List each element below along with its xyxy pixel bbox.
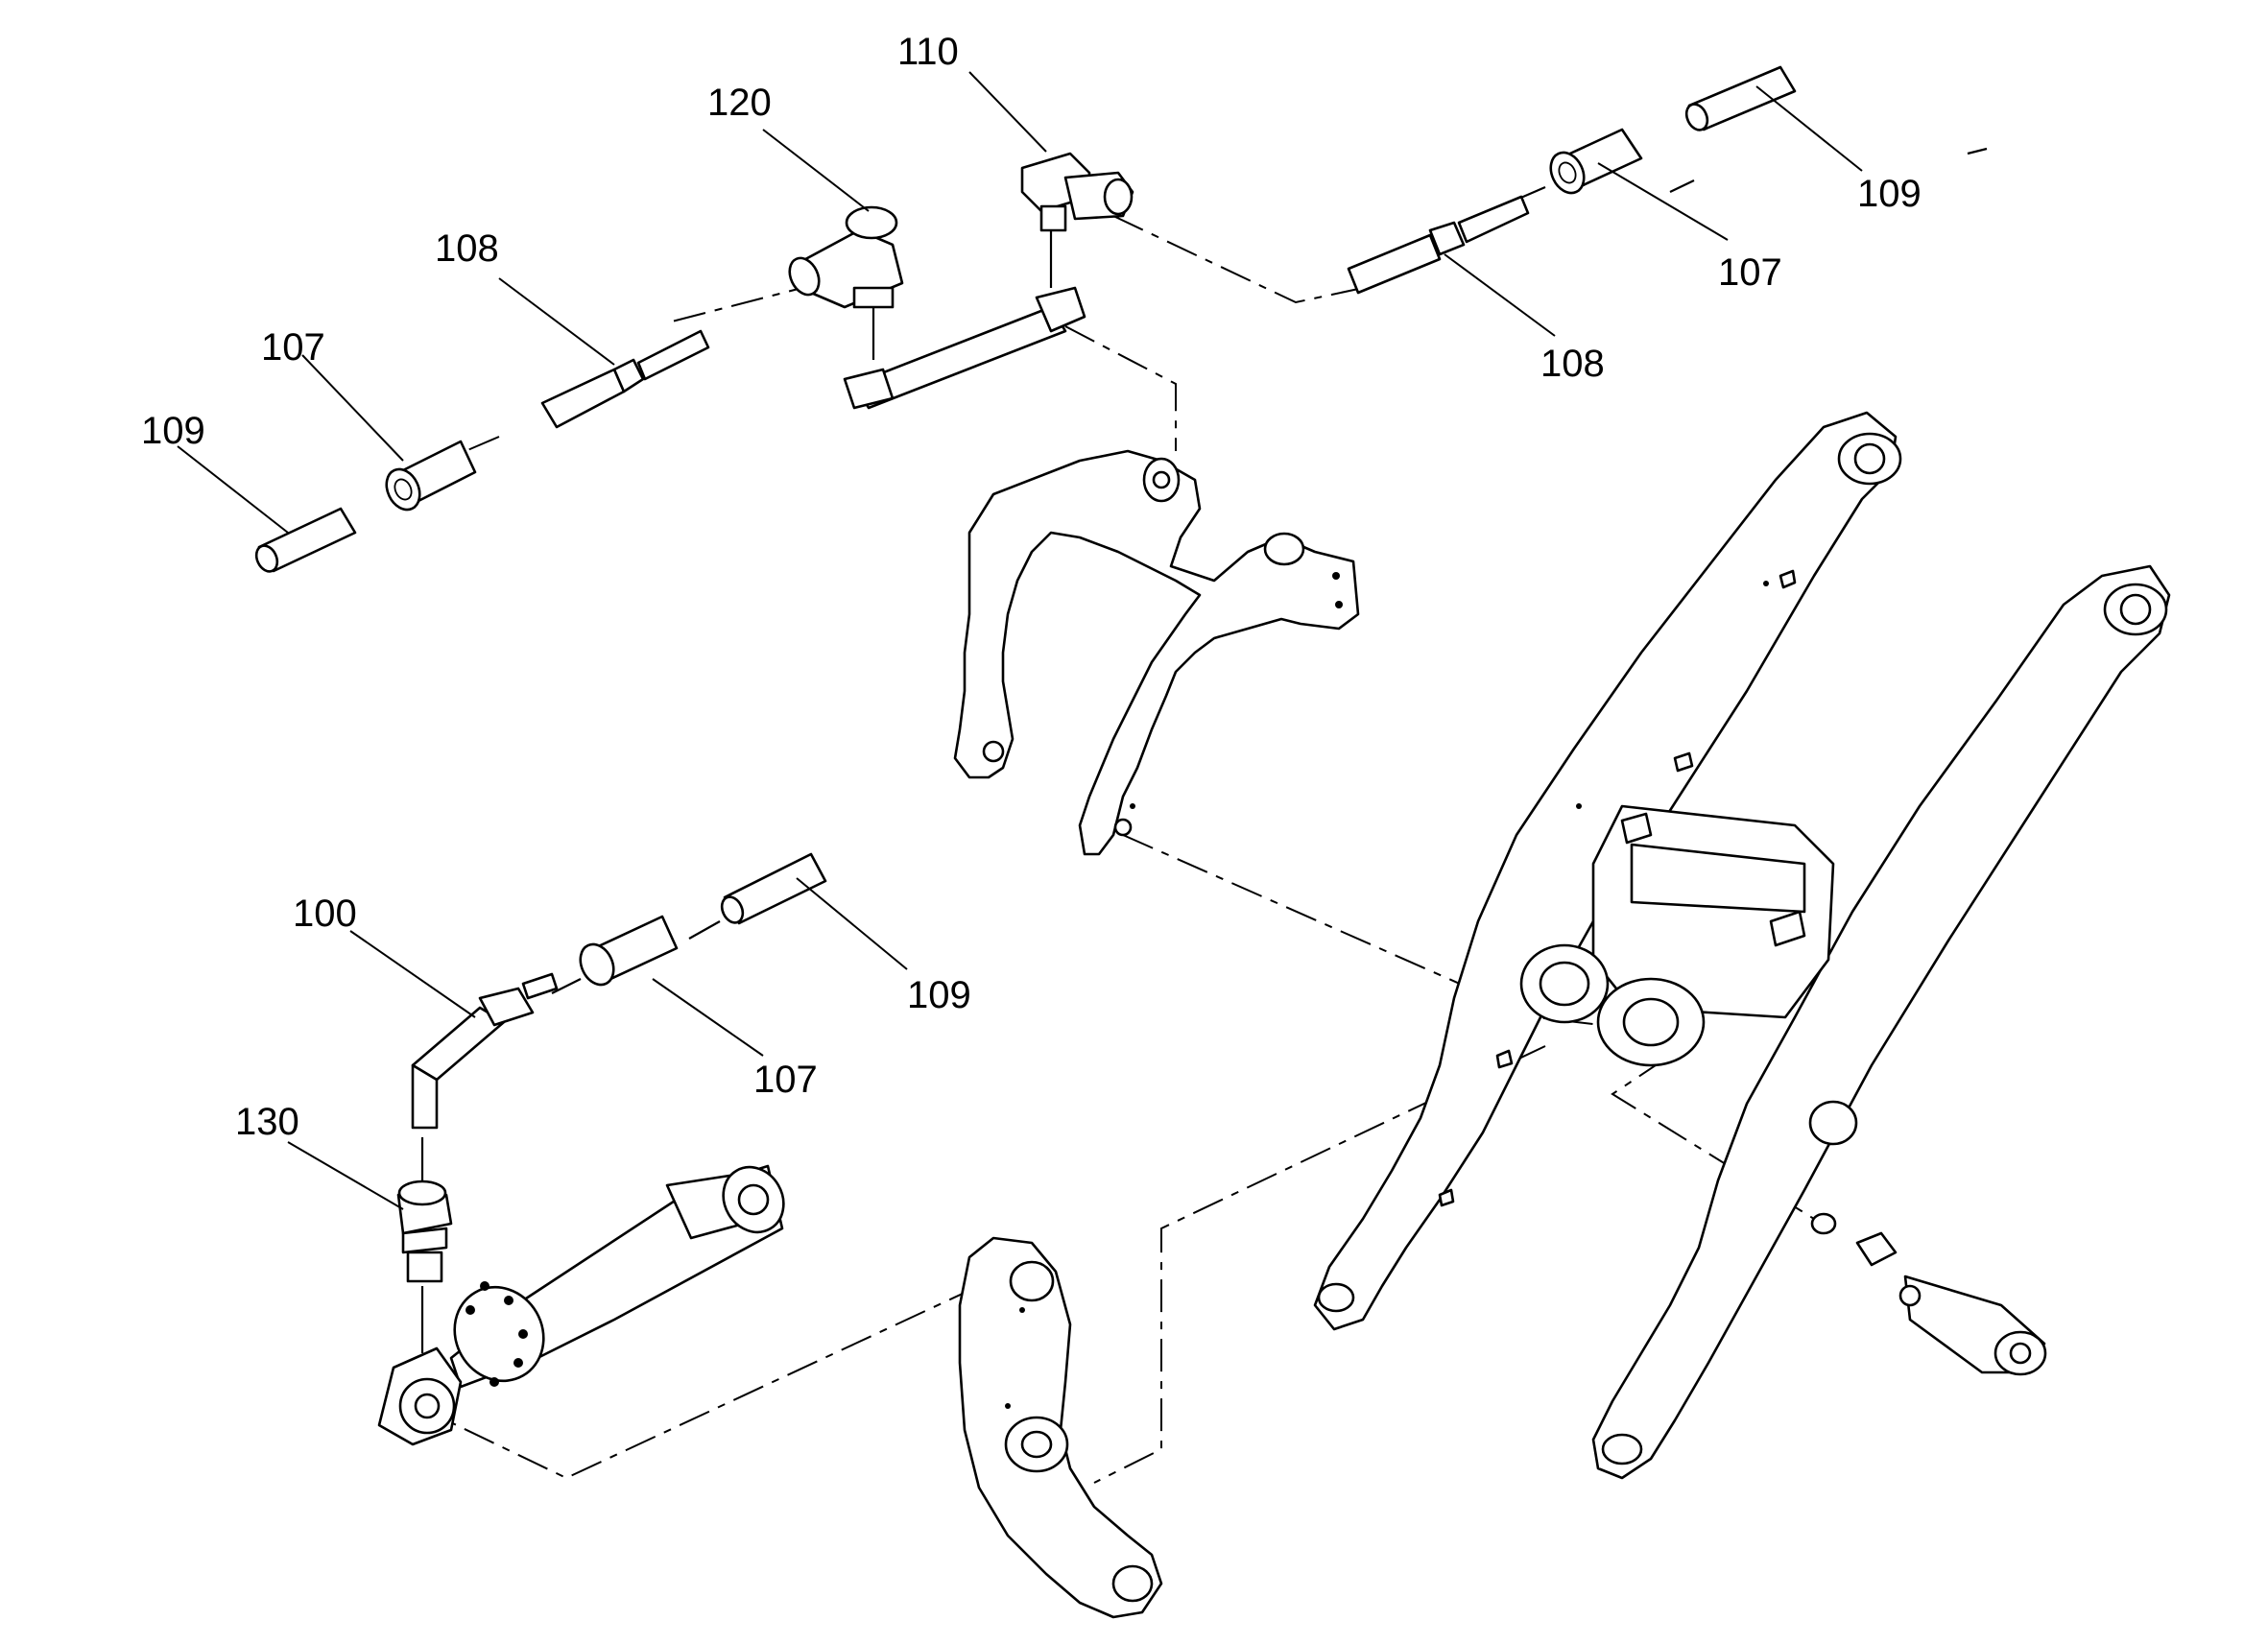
loader-boom-arms bbox=[1313, 411, 2171, 1480]
pin-cylinder-small bbox=[843, 286, 1086, 410]
nut-107-left bbox=[385, 440, 477, 512]
cylinder-bolts bbox=[466, 1281, 528, 1387]
pivot-pin-assembly bbox=[1810, 1212, 2047, 1376]
hose-109-right bbox=[1684, 65, 1797, 131]
callout-108-left: 108 bbox=[435, 227, 499, 270]
callout-120: 120 bbox=[707, 82, 772, 124]
connector-130 bbox=[396, 1179, 453, 1283]
bell-crank-link bbox=[953, 449, 1360, 856]
callout-107-mid: 107 bbox=[753, 1059, 818, 1101]
nut-107-mid bbox=[579, 915, 679, 987]
swivel-120 bbox=[788, 205, 904, 309]
callout-107-left: 107 bbox=[261, 326, 325, 369]
callout-110: 110 bbox=[897, 31, 959, 73]
callout-130: 130 bbox=[235, 1101, 299, 1143]
elbow-110 bbox=[1020, 152, 1134, 232]
fitting-108-left bbox=[540, 329, 710, 429]
lift-cylinder bbox=[377, 1164, 785, 1446]
lower-link-arm bbox=[958, 1236, 1163, 1619]
solid-link-lines bbox=[420, 147, 1988, 1353]
callout-109-right: 109 bbox=[1857, 173, 1922, 215]
callout-100: 100 bbox=[293, 893, 357, 935]
callout-labels: 110 120 108 107 109 109 107 108 100 109 … bbox=[141, 31, 1922, 1143]
fitting-108-right bbox=[1347, 195, 1530, 295]
nut-107-right bbox=[1549, 128, 1643, 195]
callout-109-left: 109 bbox=[141, 410, 205, 452]
callout-108-right: 108 bbox=[1540, 343, 1605, 385]
hose-109-mid bbox=[720, 852, 827, 925]
hose-109-left bbox=[254, 507, 357, 573]
leader-lines bbox=[177, 71, 1863, 1210]
callout-109-mid: 109 bbox=[907, 974, 971, 1016]
callout-107-right: 107 bbox=[1718, 251, 1782, 294]
tube-fitting-100 bbox=[411, 972, 559, 1130]
